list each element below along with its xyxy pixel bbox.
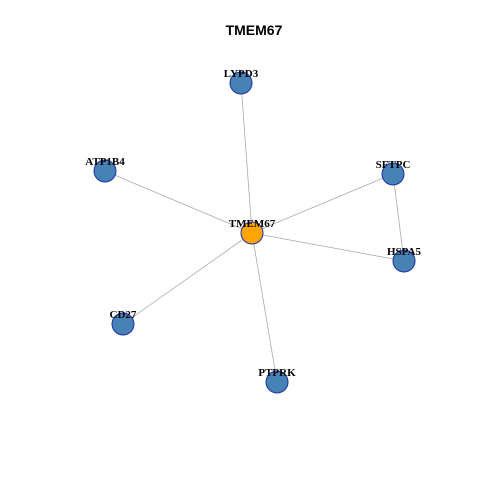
node-cd27 [111,312,135,336]
node-atp1b4 [93,159,117,183]
node-label-lypd3: LYPD3 [224,68,259,80]
node-sftpc [381,162,405,186]
edge-tmem67-lypd3 [240,82,253,234]
edge-tmem67-cd27 [122,232,253,325]
edge-tmem67-atp1b4 [104,170,253,234]
node-label-atp1b4: ATP1B4 [85,156,125,168]
node-tmem67 [240,221,264,245]
diagram-title: TMEM67 [226,22,283,38]
node-lypd3 [229,71,253,95]
node-label-cd27: CD27 [110,309,137,321]
edge-tmem67-hspa5 [251,232,405,262]
node-label-sftpc: SFTPC [376,159,411,171]
nodes-layer [93,71,416,394]
edge-tmem67-sftpc [251,173,394,234]
node-ptprk [265,370,289,394]
edges-layer [104,82,405,383]
node-label-tmem67: TMEM67 [229,218,276,230]
edge-tmem67-ptprk [251,232,278,383]
node-hspa5 [392,249,416,273]
node-label-ptprk: PTPRK [258,367,296,379]
node-label-hspa5: HSPA5 [387,246,422,258]
edge-sftpc-hspa5 [392,173,405,262]
